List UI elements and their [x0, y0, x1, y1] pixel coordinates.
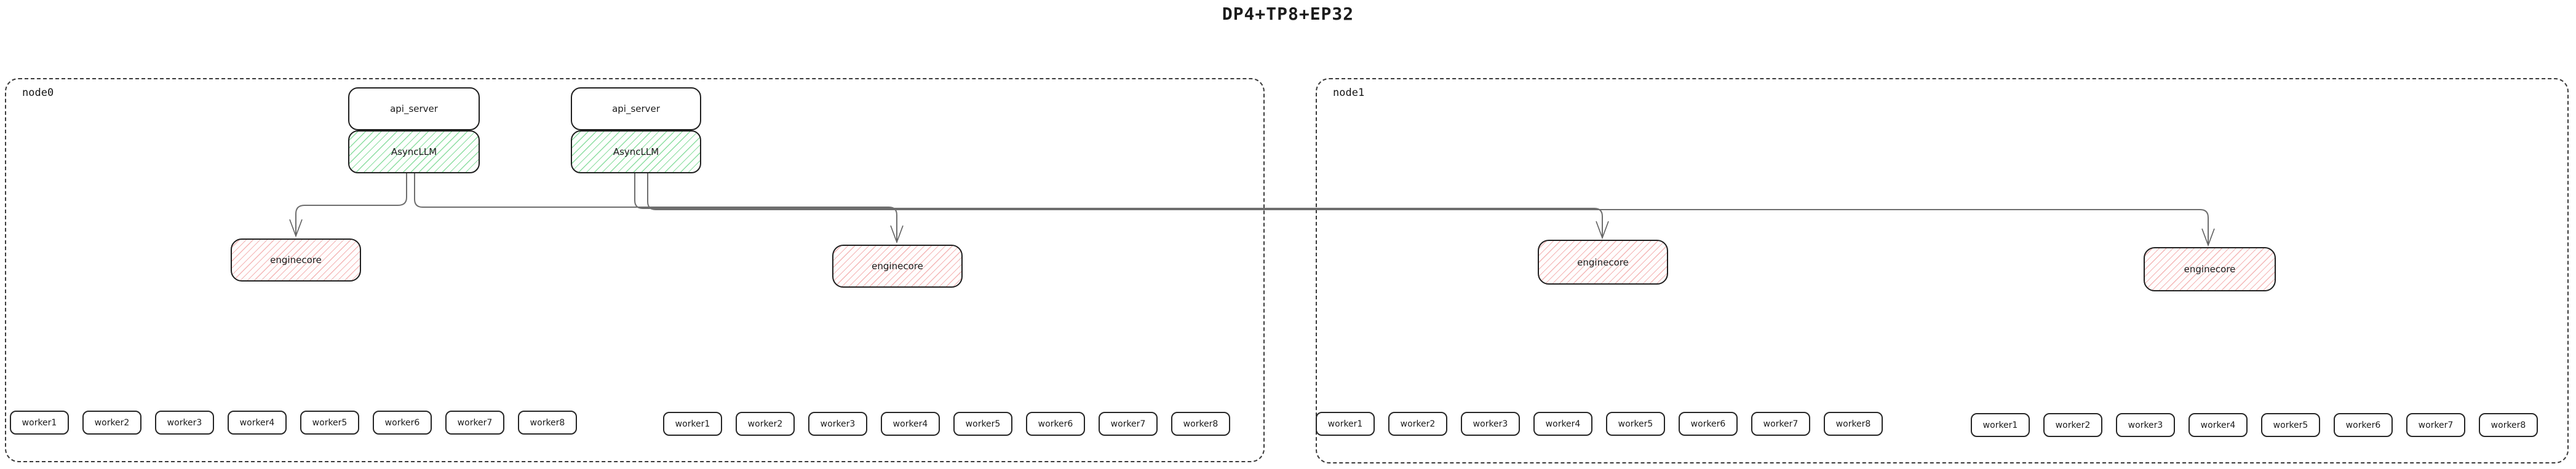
worker-box: worker1: [1316, 412, 1375, 436]
worker-group: worker1 worker2 worker3 worker4 worker5 …: [1971, 413, 2538, 437]
worker-box: worker5: [953, 412, 1012, 436]
api-server-box: api_server: [571, 87, 701, 130]
diagram-title: DP4+TP8+EP32: [1222, 4, 1354, 24]
asyncllm-box: AsyncLLM: [348, 130, 480, 173]
node0-frame: node0: [5, 78, 1265, 462]
node1-frame: node1: [1316, 78, 2569, 463]
worker-box: worker6: [1026, 412, 1085, 436]
enginecore-box: enginecore: [2144, 247, 2276, 291]
worker-box: worker1: [1971, 413, 2030, 437]
enginecore-box: enginecore: [832, 245, 963, 288]
worker-box: worker2: [1388, 412, 1447, 436]
node0-label: node0: [22, 87, 54, 99]
worker-box: worker3: [2116, 413, 2175, 437]
worker-box: worker2: [736, 412, 795, 436]
worker-box: worker8: [1824, 412, 1883, 436]
worker-group: worker1 worker2 worker3 worker4 worker5 …: [663, 412, 1230, 436]
worker-box: worker3: [808, 412, 867, 436]
worker-group: worker1 worker2 worker3 worker4 worker5 …: [1316, 412, 1883, 436]
asyncllm-box: AsyncLLM: [571, 130, 701, 173]
worker-box: worker7: [445, 411, 504, 435]
worker-box: worker6: [373, 411, 432, 435]
worker-box: worker6: [1679, 412, 1738, 436]
worker-box: worker8: [1171, 412, 1230, 436]
api-server-box: api_server: [348, 87, 480, 130]
worker-box: worker3: [1461, 412, 1520, 436]
worker-box: worker4: [1533, 412, 1592, 436]
worker-box: worker5: [2261, 413, 2320, 437]
worker-box: worker5: [1606, 412, 1665, 436]
worker-box: worker1: [10, 411, 69, 435]
worker-box: worker7: [1099, 412, 1158, 436]
worker-box: worker4: [2188, 413, 2248, 437]
worker-box: worker6: [2334, 413, 2393, 437]
worker-box: worker4: [881, 412, 940, 436]
worker-group: worker1 worker2 worker3 worker4 worker5 …: [10, 411, 577, 435]
worker-box: worker1: [663, 412, 722, 436]
enginecore-box: enginecore: [231, 238, 361, 282]
worker-box: worker7: [2406, 413, 2465, 437]
worker-box: worker2: [2043, 413, 2102, 437]
worker-box: worker8: [518, 411, 577, 435]
worker-box: worker2: [82, 411, 141, 435]
worker-box: worker7: [1751, 412, 1810, 436]
worker-box: worker8: [2479, 413, 2538, 437]
worker-box: worker5: [300, 411, 359, 435]
enginecore-box: enginecore: [1538, 240, 1668, 285]
worker-box: worker3: [155, 411, 214, 435]
worker-box: worker4: [228, 411, 287, 435]
node1-label: node1: [1333, 87, 1365, 99]
